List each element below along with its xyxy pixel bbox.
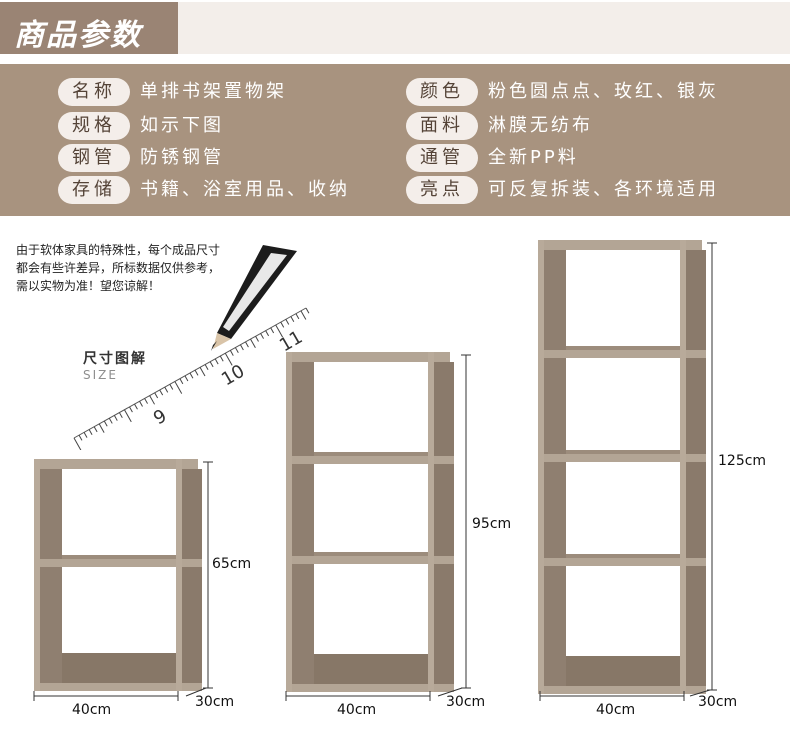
ruler-tick bbox=[295, 313, 300, 320]
height-label: 95cm bbox=[472, 516, 512, 532]
ruler-tick bbox=[199, 367, 206, 377]
spec-value: 防锈钢管 bbox=[140, 147, 224, 168]
size-diagram-subtitle: SIZE bbox=[83, 368, 118, 382]
ruler-tick bbox=[169, 384, 174, 390]
width-label: 40cm bbox=[72, 702, 112, 718]
shelf-65cm bbox=[34, 459, 202, 691]
ruler-tick bbox=[204, 364, 209, 370]
pencil-icon bbox=[211, 245, 297, 351]
ruler-tick bbox=[194, 369, 199, 376]
ruler-tick bbox=[88, 429, 93, 435]
ruler-tick bbox=[234, 347, 239, 354]
ruler-tick bbox=[134, 403, 138, 410]
ruler-tick bbox=[280, 321, 285, 328]
spec-value: 如示下图 bbox=[140, 115, 224, 136]
spec-panel: 名称 单排书架置物架 颜色 粉色圆点点、玫红、银灰 规格 如示下图 面料 淋膜无… bbox=[0, 64, 790, 216]
spec-label: 通管 bbox=[406, 144, 478, 172]
ruler-tick bbox=[184, 375, 189, 382]
ruler-tick bbox=[189, 372, 194, 379]
ruler-tick bbox=[300, 310, 307, 320]
ruler-tick bbox=[139, 401, 143, 407]
header: 商品参数 bbox=[0, 0, 790, 56]
ruler-tick bbox=[270, 327, 275, 334]
title-bar bbox=[178, 2, 790, 54]
ruler-tick bbox=[260, 333, 264, 339]
ruler-tick bbox=[255, 336, 259, 342]
ruler-tick bbox=[174, 381, 183, 394]
ruler-tick bbox=[149, 395, 155, 405]
ruler-tick bbox=[239, 344, 244, 351]
depth-label: 30cm bbox=[698, 694, 738, 710]
page-title: 商品参数 bbox=[14, 18, 142, 53]
spec-label: 名称 bbox=[58, 78, 130, 106]
ruler-tick bbox=[118, 412, 123, 419]
size-disclaimer: 由于软体家具的特殊性，每个成品尺寸都会有些许差异，所标数据仅供参考，需以实物为准… bbox=[16, 243, 221, 293]
ruler-tick bbox=[290, 316, 295, 322]
spec-label: 亮点 bbox=[406, 176, 478, 204]
spec-value: 全新PP料 bbox=[488, 147, 579, 168]
title-box: 商品参数 bbox=[0, 2, 178, 54]
ruler-tick bbox=[209, 361, 214, 368]
ruler-tick bbox=[144, 398, 148, 404]
spec-value: 单排书架置物架 bbox=[140, 81, 287, 102]
spec-value: 可反复拆装、各环境适用 bbox=[488, 179, 719, 200]
ruler-tick bbox=[285, 319, 290, 325]
ruler-tick bbox=[214, 358, 219, 365]
ruler-tick bbox=[108, 417, 113, 424]
ruler-tick bbox=[78, 434, 83, 441]
ruler-tick bbox=[154, 392, 159, 399]
depth-label: 30cm bbox=[195, 694, 235, 710]
ruler-tick bbox=[305, 307, 310, 314]
spec-value: 书籍、浴室用品、收纳 bbox=[140, 179, 350, 200]
spec-label: 存储 bbox=[58, 176, 130, 204]
ruler-tick bbox=[98, 423, 105, 433]
spec-label: 面料 bbox=[406, 112, 478, 140]
width-label: 40cm bbox=[337, 702, 377, 718]
ruler-tick bbox=[113, 415, 118, 421]
ruler-tick bbox=[129, 406, 133, 413]
ruler-tick bbox=[275, 324, 284, 338]
ruler-tick bbox=[245, 341, 249, 348]
ruler-illustration: 9 10 11 bbox=[73, 307, 310, 450]
spec-value: 淋膜无纺布 bbox=[488, 115, 593, 136]
width-label: 40cm bbox=[596, 702, 636, 718]
spec-label: 颜色 bbox=[406, 78, 478, 106]
ruler-tick bbox=[123, 409, 132, 423]
ruler-tick bbox=[224, 352, 233, 366]
depth-label: 30cm bbox=[446, 694, 486, 710]
spec-label: 规格 bbox=[58, 112, 130, 140]
height-label: 65cm bbox=[212, 556, 252, 572]
spec-value: 粉色圆点点、玫红、银灰 bbox=[488, 81, 719, 102]
ruler-tick bbox=[103, 420, 108, 427]
ruler-tick bbox=[229, 350, 234, 356]
size-diagram-title: 尺寸图解 bbox=[83, 351, 147, 367]
spec-label: 钢管 bbox=[58, 144, 130, 172]
ruler-tick bbox=[73, 437, 82, 450]
shelf-95cm bbox=[286, 352, 454, 693]
ruler-tick bbox=[265, 330, 270, 337]
ruler-tick bbox=[159, 389, 164, 396]
ruler-tick bbox=[164, 386, 169, 393]
ruler-tick bbox=[93, 426, 98, 433]
shelf-125cm bbox=[538, 240, 706, 694]
height-label: 125cm bbox=[718, 453, 767, 469]
ruler-tick bbox=[179, 378, 184, 385]
ruler-tick bbox=[219, 355, 224, 362]
ruler-tick bbox=[83, 432, 88, 438]
ruler-tick bbox=[250, 338, 256, 349]
